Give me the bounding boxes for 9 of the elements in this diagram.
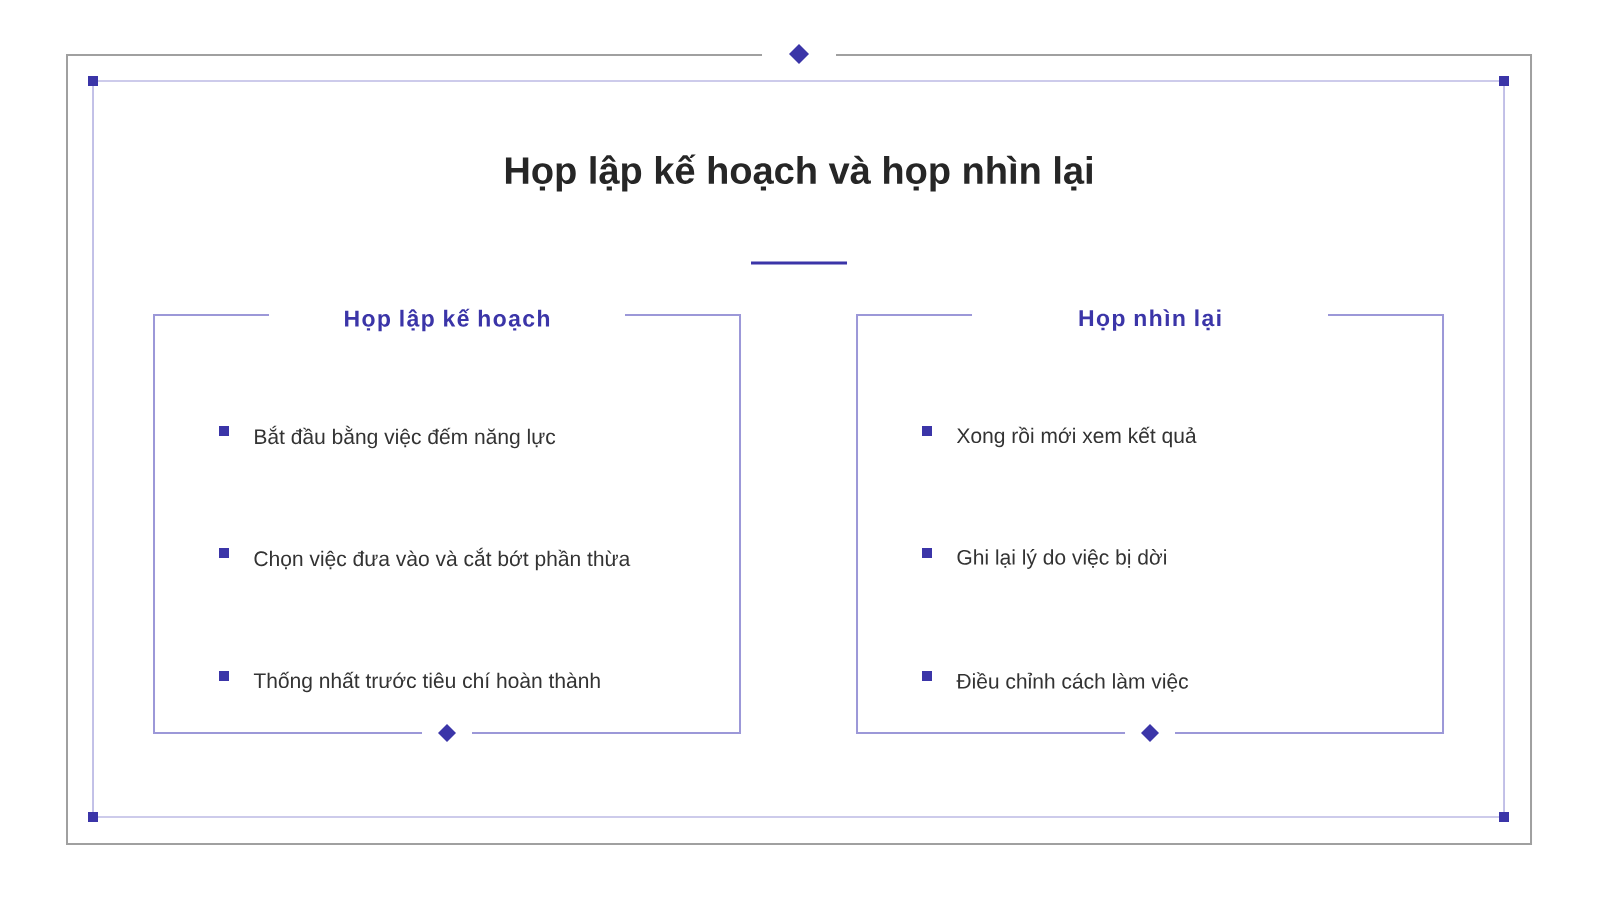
bullet-text: Chọn việc đưa vào và cắt bớt phần thừa	[254, 547, 631, 571]
bullet-text: Bắt đầu bằng việc đếm năng lực	[255, 425, 556, 449]
bullet-text: Thống nhất trước tiêu chí hoàn thành	[253, 671, 600, 693]
bullet-text: Điều chỉnh cách làm việc	[956, 672, 1189, 692]
panel-heading: Họp lập kế hoạch	[345, 308, 550, 332]
bullet-text: Xong rồi mới xem kết quả	[956, 426, 1197, 448]
title: Họp lập kế hoạch và họp nhìn lại	[505, 154, 1092, 192]
bullet-text: Ghi lại lý do việc bị dời	[957, 549, 1166, 569]
panel-heading: Họp nhìn lại	[1079, 309, 1221, 331]
